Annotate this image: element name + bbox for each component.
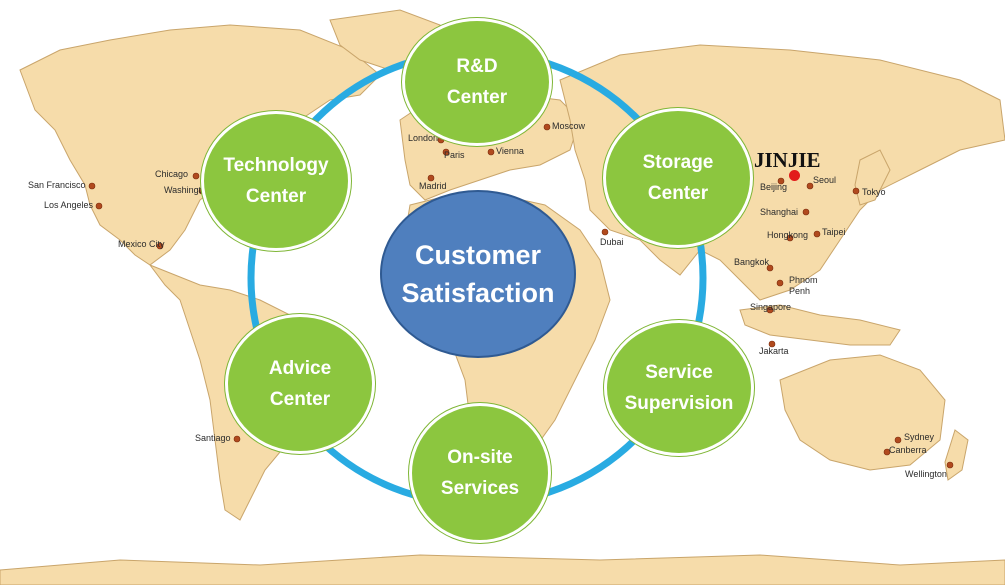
city-label-chicago: Chicago <box>155 169 189 179</box>
landmass-antarctica <box>0 554 1005 585</box>
city-label-singapore: Singapore <box>750 302 792 312</box>
city-marker <box>601 228 609 236</box>
city-label-los-angeles: Los Angeles <box>44 200 94 210</box>
city-label-bangkok: Bangkok <box>734 257 770 267</box>
node-label: Advice Center <box>268 358 332 410</box>
city-label-mexico-city: Mexico City <box>118 239 165 249</box>
city-label-seoul: Seoul <box>813 175 837 185</box>
city-label-jakarta: Jakarta <box>759 346 789 356</box>
city-marker <box>766 306 774 314</box>
node-label: Technology Center <box>223 155 329 207</box>
node-advice-center: Advice Center <box>225 314 375 454</box>
city-label-paris: Paris <box>444 150 465 160</box>
node-technology-center: Technology Center <box>201 111 351 251</box>
city-marker <box>88 182 96 190</box>
city-marker <box>776 279 784 287</box>
landmass-australia <box>779 354 946 471</box>
city-marker <box>766 264 774 272</box>
city-marker <box>883 448 891 456</box>
node-label: R&D Center <box>446 56 508 108</box>
city-marker <box>777 177 785 185</box>
city-marker <box>852 187 860 195</box>
city-markers <box>88 123 954 469</box>
node-service-supervision: Service Supervision <box>604 320 754 456</box>
node-label: Storage Center <box>642 152 714 204</box>
city-marker <box>95 202 103 210</box>
node-label: On-site Services <box>440 447 520 499</box>
landmass-indonesia <box>739 304 901 346</box>
landmass-japan <box>854 149 891 206</box>
city-label-wellington: Wellington <box>905 469 947 479</box>
node-storage-center: Storage Center <box>603 108 753 248</box>
city-label-canberra: Canberra <box>889 445 927 455</box>
city-marker <box>806 182 814 190</box>
node-onsite-services: On-site Services <box>409 403 551 543</box>
center-node-customer-satisfaction: Customer Satisfaction <box>380 190 576 358</box>
landmass-new-zealand <box>944 429 969 481</box>
city-marker <box>813 230 821 238</box>
city-marker <box>427 174 435 182</box>
city-label-washington: Washington <box>164 185 212 195</box>
city-marker <box>156 242 164 250</box>
city-label-dubai: Dubai <box>600 237 624 247</box>
city-marker <box>233 435 241 443</box>
city-label-beijing: Beijing <box>760 182 788 192</box>
city-label-vienna: Vienna <box>496 146 524 156</box>
city-marker <box>894 436 902 444</box>
brand-label: JINJIE <box>754 148 821 172</box>
city-label-shanghai: Shanghai <box>760 207 799 217</box>
city-marker <box>192 172 200 180</box>
node-label: Service Supervision <box>624 362 734 414</box>
city-marker <box>768 340 776 348</box>
city-label-phnom-penh: Phnom Penh <box>789 275 818 296</box>
city-marker <box>487 148 495 156</box>
city-label-london: London <box>408 133 439 143</box>
city-marker <box>802 208 810 216</box>
city-marker <box>442 148 450 156</box>
center-node-label: Customer Satisfaction <box>401 240 555 308</box>
city-label-hongkong: Hongkong <box>767 230 809 240</box>
city-marker <box>543 123 551 131</box>
city-label-taipei: Taipei <box>822 227 846 237</box>
node-rnd-center: R&D Center <box>402 18 552 146</box>
city-marker <box>946 461 954 469</box>
city-marker <box>786 234 794 242</box>
city-label-san-francisco: San Francisco <box>28 180 86 190</box>
city-label-sydney: Sydney <box>904 432 935 442</box>
city-label-moscow: Moscow <box>552 121 586 131</box>
city-label-madrid: Madrid <box>419 181 447 191</box>
brand-location-dot <box>789 170 800 181</box>
city-label-santiago: Santiago <box>195 433 231 443</box>
city-label-tokyo: Tokyo <box>862 187 886 197</box>
